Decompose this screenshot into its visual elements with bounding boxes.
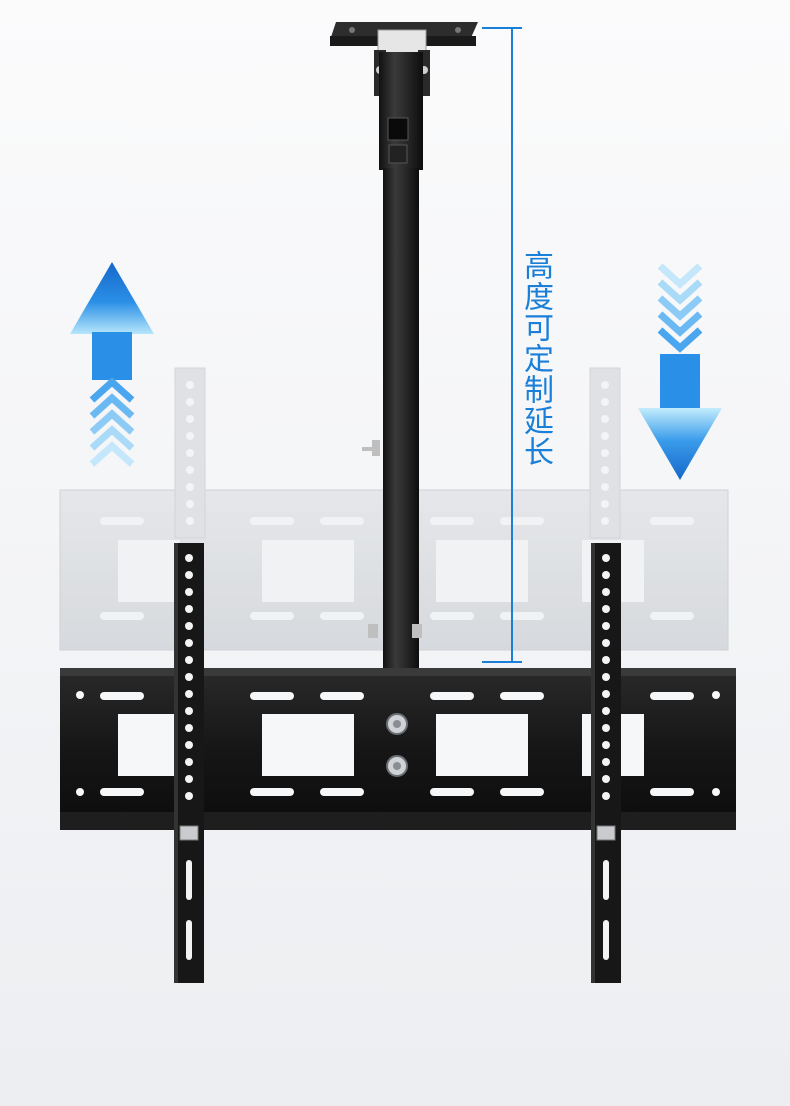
center-bolts xyxy=(386,713,408,777)
main-bracket xyxy=(60,668,736,830)
right-vertical-rail xyxy=(591,543,621,983)
left-vertical-rail xyxy=(174,543,204,983)
arrow-up-icon xyxy=(70,262,154,467)
telescopic-pole xyxy=(362,52,423,668)
height-customizable-label: 高度可定制延长 xyxy=(518,250,553,467)
height-dimension-line xyxy=(482,27,522,663)
arrow-down-icon xyxy=(638,263,722,480)
